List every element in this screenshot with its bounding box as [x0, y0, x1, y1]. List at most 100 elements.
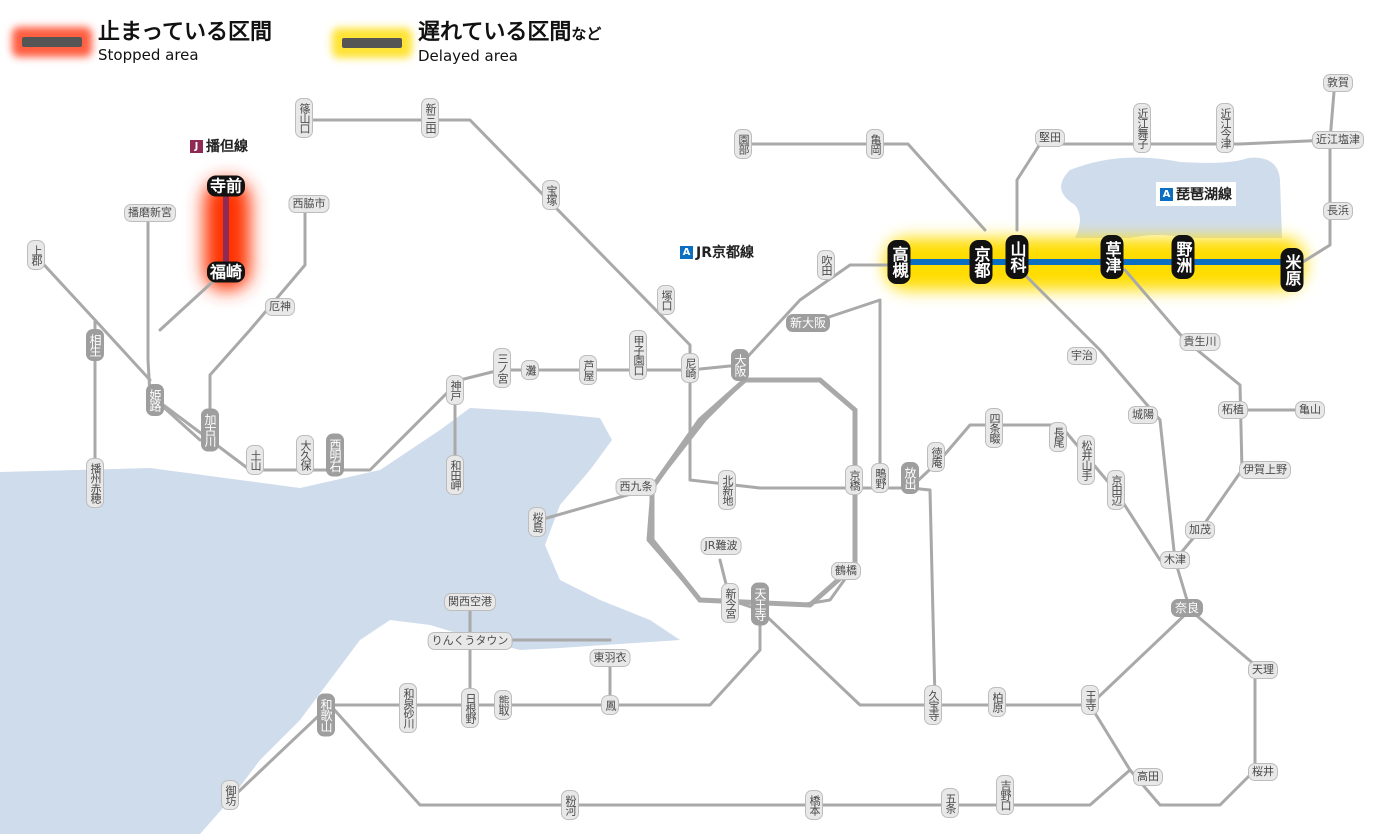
station-sonobe[interactable]: 園部 [734, 129, 752, 159]
station-shinosaka[interactable]: 新大阪 [785, 314, 831, 332]
station-sasayamaguchi[interactable]: 篠山口 [295, 98, 313, 138]
station-sannomiya[interactable]: 三ノ宮 [493, 348, 511, 388]
station-harimaako[interactable]: 播州赤穂 [86, 458, 104, 508]
station-kashiwara[interactable]: 柏原 [988, 687, 1006, 717]
station-matsuiyamate[interactable]: 松井山手 [1077, 435, 1095, 485]
station-wakayama[interactable]: 和歌山 [317, 693, 335, 737]
kii-coast [0, 770, 210, 834]
station-wadamisaki[interactable]: 和田岬 [446, 455, 464, 495]
station-tsuruhashi[interactable]: 鶴橋 [831, 562, 861, 580]
station-shinsanda[interactable]: 新三田 [421, 98, 439, 138]
station-tenri[interactable]: 天理 [1248, 661, 1278, 679]
line-tag-bantan[interactable]: J 播但線 [186, 134, 252, 158]
station-yasu[interactable]: 野洲 [1171, 235, 1195, 279]
stopped-label-jp: 止まっている区間 [98, 20, 273, 45]
station-suita[interactable]: 吹田 [817, 250, 835, 280]
station-kamigori[interactable]: 上郡 [27, 240, 45, 270]
delayed-label-jp: 遅れている区間など [418, 20, 601, 47]
station-gobo[interactable]: 御坊 [221, 780, 239, 810]
station-igaueno[interactable]: 伊賀上野 [1239, 461, 1291, 479]
station-omishiotsu[interactable]: 近江塩津 [1312, 131, 1364, 149]
station-kyuhoji[interactable]: 久宝寺 [924, 685, 942, 725]
line-name-bantan: 播但線 [206, 139, 248, 155]
station-takada[interactable]: 高田 [1133, 768, 1163, 786]
station-maibara[interactable]: 米原 [1280, 248, 1304, 292]
station-yakujin[interactable]: 厄神 [265, 298, 295, 316]
station-nishiakashi[interactable]: 西明石 [326, 433, 344, 477]
station-jojo[interactable]: 城陽 [1128, 406, 1158, 424]
station-rinkutown[interactable]: りんくうタウン [427, 632, 513, 650]
station-kobe[interactable]: 神戸 [446, 375, 464, 405]
station-gojo[interactable]: 五条 [941, 788, 959, 818]
station-hashimoto[interactable]: 橋本 [805, 790, 823, 820]
delayed-label-jp-main: 遅れている区間 [418, 20, 572, 45]
station-katata[interactable]: 堅田 [1035, 129, 1065, 147]
station-kamo[interactable]: 加茂 [1185, 521, 1215, 539]
station-yamashina[interactable]: 山科 [1005, 235, 1029, 279]
station-hinenoo[interactable]: 日根野 [461, 688, 479, 728]
station-kusatsu2[interactable]: 貴生川 [1179, 333, 1221, 351]
station-otori[interactable]: 鳳 [601, 695, 619, 715]
station-tsuruga[interactable]: 敦賀 [1323, 74, 1353, 92]
station-ashiya[interactable]: 芦屋 [579, 355, 597, 385]
station-teramae[interactable]: 寺前 [206, 175, 246, 197]
station-kyobashi[interactable]: 京橋 [845, 465, 863, 495]
line-letter-kyoto: A [680, 245, 693, 259]
station-kitashinchi[interactable]: 北新地 [718, 470, 736, 510]
station-harimashingu[interactable]: 播磨新宮 [124, 204, 176, 222]
legend-delayed: 遅れている区間など Delayed area [320, 20, 601, 65]
station-okubo[interactable]: 大久保 [296, 435, 314, 475]
station-shijonawate[interactable]: 四条畷 [985, 408, 1003, 448]
legend-stopped: 止まっている区間 Stopped area [0, 20, 272, 64]
station-tsukaguchi[interactable]: 塚口 [657, 285, 675, 315]
station-kokawa[interactable]: 粉河 [561, 790, 579, 820]
station-hanaten[interactable]: 放出 [901, 462, 919, 494]
stopped-swatch [22, 37, 82, 47]
lake-biwa-south [1080, 196, 1150, 230]
station-higashihagoromo[interactable]: 東羽衣 [589, 649, 631, 667]
station-kusatsu[interactable]: 草津 [1100, 235, 1124, 279]
station-takatsuki[interactable]: 高槻 [887, 240, 911, 284]
station-kizu[interactable]: 木津 [1160, 551, 1190, 569]
station-nara[interactable]: 奈良 [1170, 599, 1204, 617]
station-nada[interactable]: 灘 [521, 360, 539, 380]
station-omimaiko[interactable]: 近江舞子 [1133, 103, 1151, 153]
station-jrnamba[interactable]: JR難波 [700, 537, 742, 555]
line-tag-kyoto[interactable]: A JR京都線 [676, 240, 758, 264]
station-omiimazu[interactable]: 近江今津 [1216, 103, 1234, 153]
station-tokuan[interactable]: 徳庵 [927, 442, 945, 472]
station-kyotanabe[interactable]: 京田辺 [1107, 470, 1125, 510]
station-kumatori[interactable]: 熊取 [494, 690, 512, 720]
station-yoshinoguchi[interactable]: 吉野口 [996, 775, 1014, 815]
station-amagasaki[interactable]: 尼崎 [681, 353, 699, 383]
station-osaka[interactable]: 大阪 [731, 349, 749, 381]
station-uji[interactable]: 宇治 [1067, 347, 1097, 365]
station-tennoji[interactable]: 天王寺 [751, 582, 769, 626]
line-letter-biwako: A [1160, 187, 1173, 201]
station-nagahama[interactable]: 長浜 [1323, 202, 1353, 220]
station-oji[interactable]: 王寺 [1081, 685, 1099, 715]
station-nishiwakishi[interactable]: 西脇市 [288, 195, 330, 213]
station-shigino[interactable]: 鴫野 [871, 463, 889, 493]
station-kansaiairport[interactable]: 関西空港 [444, 593, 496, 611]
line-name-kyoto: JR京都線 [696, 245, 754, 261]
station-kakogawa[interactable]: 加古川 [201, 408, 219, 452]
station-koshienguchi[interactable]: 甲子園口 [629, 330, 647, 380]
station-aioi[interactable]: 相生 [86, 329, 104, 361]
stopped-label-en: Stopped area [98, 46, 199, 64]
station-fukusaki[interactable]: 福崎 [206, 261, 246, 283]
station-himeji[interactable]: 姫路 [146, 384, 164, 416]
station-takarazuka[interactable]: 宝塚 [542, 180, 560, 210]
station-izumisunagawa[interactable]: 和泉砂川 [399, 683, 417, 733]
station-kameoka[interactable]: 亀岡 [866, 129, 884, 159]
station-dohoku[interactable]: 土山 [246, 445, 264, 475]
station-nagao[interactable]: 長尾 [1049, 422, 1067, 452]
station-shinimamiya[interactable]: 新今宮 [721, 583, 739, 623]
station-sakurai[interactable]: 桜井 [1248, 763, 1278, 781]
station-kameyama[interactable]: 亀山 [1295, 401, 1325, 419]
station-nishikujo[interactable]: 西九条 [615, 478, 657, 496]
line-tag-biwako[interactable]: A 琵琶湖線 [1156, 182, 1236, 206]
station-sakurajima[interactable]: 桜島 [528, 507, 546, 537]
station-kyoto[interactable]: 京都 [969, 240, 993, 284]
station-tsuge[interactable]: 柘植 [1218, 401, 1248, 419]
